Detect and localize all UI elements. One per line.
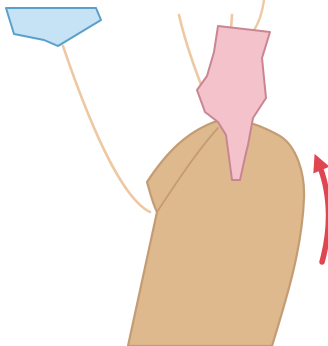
tendon-line-left bbox=[63, 46, 150, 212]
blue-pad bbox=[6, 8, 101, 46]
tendon-line-short bbox=[254, 0, 264, 30]
curved-arrow-icon bbox=[318, 162, 328, 262]
finger-shape bbox=[128, 120, 304, 346]
